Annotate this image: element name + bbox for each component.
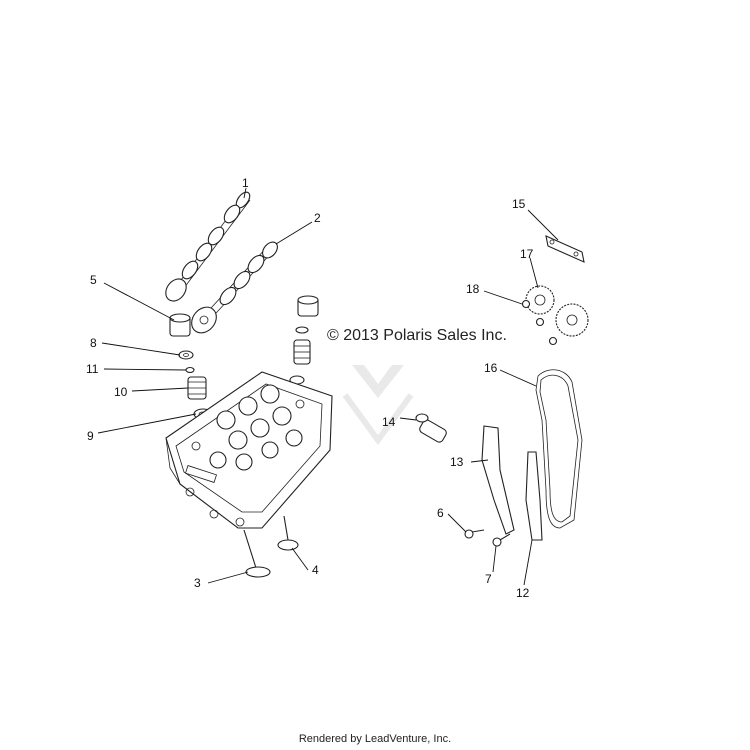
callout-16: 16 <box>484 361 498 375</box>
tensioner-guide <box>481 425 515 535</box>
sprocket-bolts <box>521 299 558 346</box>
leader-lines <box>97 187 559 586</box>
callout-4: 4 <box>312 563 319 577</box>
intake-valve <box>243 529 271 578</box>
cam-chain-guide-plate <box>545 235 585 263</box>
callout-5: 5 <box>90 273 97 287</box>
callout-1: 1 <box>242 176 249 190</box>
cam-sprocket-left <box>525 285 555 315</box>
callout-9: 9 <box>87 429 94 443</box>
callout-17: 17 <box>520 247 534 261</box>
callout-13: 13 <box>450 455 464 469</box>
chain-tensioner <box>415 413 447 443</box>
timing-chain <box>535 369 583 529</box>
camshaft-exhaust <box>191 241 278 334</box>
copyright-notice: © 2013 Polaris Sales Inc. <box>327 327 507 344</box>
callout-11: 11 <box>86 362 99 376</box>
callout-15: 15 <box>512 197 526 211</box>
callout-6: 6 <box>437 506 444 520</box>
callout-10: 10 <box>114 385 128 399</box>
exhaust-valve <box>277 515 299 551</box>
cam-sprocket-right <box>555 303 589 337</box>
cylinder-head <box>165 371 333 529</box>
callout-3: 3 <box>194 576 201 590</box>
callout-7: 7 <box>485 572 492 586</box>
callout-8: 8 <box>90 336 97 350</box>
callout-14: 14 <box>382 415 396 429</box>
callout-18: 18 <box>466 282 480 296</box>
valve-spring <box>187 376 207 400</box>
chain-guide <box>525 451 543 541</box>
valve-tappet-upper <box>297 295 319 317</box>
watermark-logo <box>342 365 414 446</box>
valve-keeper <box>185 366 195 374</box>
valve-retainer <box>178 350 194 360</box>
guide-bolt-right <box>492 533 511 547</box>
valve-tappet <box>169 313 191 337</box>
render-credit: Rendered by LeadVenture, Inc. <box>298 733 452 745</box>
valve-spring-upper <box>289 326 311 385</box>
camshaft-intake <box>165 191 251 302</box>
callout-2: 2 <box>314 211 321 225</box>
callout-12: 12 <box>516 586 530 600</box>
guide-bolt-left <box>464 529 485 539</box>
